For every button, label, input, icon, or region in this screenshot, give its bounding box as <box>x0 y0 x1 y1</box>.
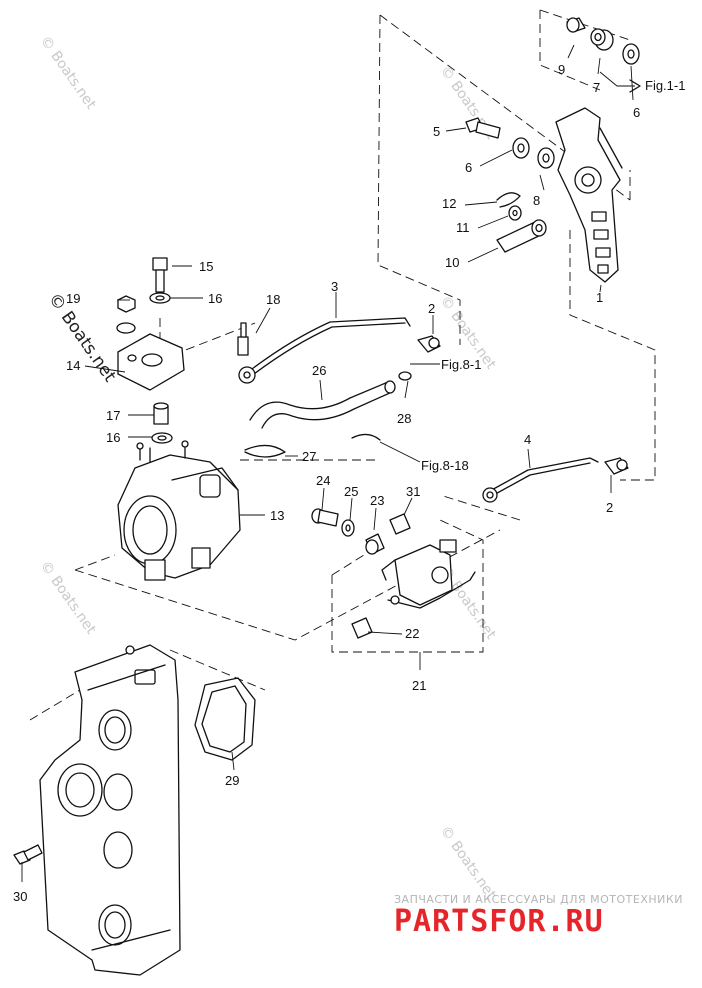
callout-4: 4 <box>524 432 531 447</box>
clamp-27 <box>244 444 286 458</box>
callout-6-top: 6 <box>633 105 640 120</box>
fig-1-1-leader <box>599 71 635 87</box>
nipple-18 <box>237 322 249 356</box>
collar-9 <box>566 17 586 33</box>
clip-12 <box>496 192 521 208</box>
bolt-15 <box>152 257 168 293</box>
washer-8 <box>537 147 555 169</box>
callout-9: 9 <box>558 62 565 77</box>
callout-2-bottom: 2 <box>606 500 613 515</box>
throttle-body-13 <box>117 440 241 581</box>
callout-30: 30 <box>13 889 27 904</box>
callout-14: 14 <box>66 358 80 373</box>
fig-8-1-ref: Fig.8-1 <box>441 357 481 372</box>
callout-10: 10 <box>445 255 459 270</box>
callout-3: 3 <box>331 279 338 294</box>
collar-23 <box>365 533 385 555</box>
watermark-1: © Boats.net <box>37 33 99 113</box>
hose-clamp-fig-8-18 <box>351 433 381 441</box>
bushing-7 <box>590 28 614 51</box>
ball-joint-2-top <box>417 335 441 353</box>
gasket-29 <box>194 677 256 761</box>
collar-17 <box>153 402 169 425</box>
fig-1-1-ref: Fig.1-1 <box>645 78 685 93</box>
pad-31 <box>389 513 411 535</box>
callout-5: 5 <box>433 124 440 139</box>
washer-6-mid <box>512 137 530 159</box>
callouts: 9 7 6 5 6 8 12 11 10 1 3 2 18 15 19 16 1… <box>13 62 640 904</box>
bolt-30 <box>13 844 43 865</box>
callout-31: 31 <box>406 484 420 499</box>
callout-27: 27 <box>302 449 316 464</box>
callout-2-top: 2 <box>428 301 435 316</box>
washer-14 <box>116 322 136 334</box>
bolt-5 <box>465 117 501 139</box>
callout-16-top: 16 <box>208 291 222 306</box>
callout-6-mid: 6 <box>465 160 472 175</box>
pin-10 <box>496 219 547 253</box>
callout-1: 1 <box>596 290 603 305</box>
ball-joint-2-bottom <box>604 457 629 475</box>
callout-23: 23 <box>370 493 384 508</box>
callout-12: 12 <box>442 196 456 211</box>
callout-22: 22 <box>405 626 419 641</box>
callout-24: 24 <box>316 473 330 488</box>
watermark-dark: © Boats.net <box>44 289 120 386</box>
leader-lines <box>21 44 634 882</box>
screw-24 <box>311 508 339 527</box>
callout-11: 11 <box>456 220 470 235</box>
callout-16-bottom: 16 <box>106 430 120 445</box>
arrow-icon <box>629 79 641 93</box>
callout-26: 26 <box>312 363 326 378</box>
nut-19 <box>117 295 136 313</box>
callout-29: 29 <box>225 773 239 788</box>
callout-8: 8 <box>533 193 540 208</box>
link-rod-4 <box>482 457 599 503</box>
callout-28: 28 <box>397 411 411 426</box>
fig-8-18-ref: Fig.8-18 <box>421 458 469 473</box>
throttle-lever-plate <box>555 107 623 283</box>
callout-17: 17 <box>106 408 120 423</box>
clip-28 <box>398 371 412 381</box>
callout-19: 19 <box>66 291 80 306</box>
link-rod-3 <box>238 317 411 384</box>
washer-6-top <box>622 43 640 65</box>
callout-21: 21 <box>412 678 426 693</box>
watermark-6: © Boats.net <box>437 823 499 903</box>
washer-16-bottom <box>151 432 173 444</box>
connector-22 <box>351 617 373 639</box>
washer-25 <box>341 519 355 537</box>
callout-7: 7 <box>593 80 600 95</box>
hose-26 <box>249 380 396 429</box>
callout-18: 18 <box>266 292 280 307</box>
callout-13: 13 <box>270 508 284 523</box>
intake-manifold <box>39 644 181 976</box>
bracket-14 <box>117 333 185 391</box>
washer-16-top <box>149 292 171 304</box>
brand-logo-text: PARTSFOR.RU <box>394 904 604 939</box>
watermark-4: © Boats.net <box>37 558 99 638</box>
callout-25: 25 <box>344 484 358 499</box>
callout-15: 15 <box>199 259 213 274</box>
figure-references: Fig.1-1 Fig.8-1 Fig.8-18 <box>421 78 685 473</box>
brand-tagline: ЗАПЧАСТИ И АКСЕССУАРЫ ДЛЯ МОТОТЕХНИКИ <box>394 893 683 906</box>
washer-11 <box>508 205 522 221</box>
partsfor-brand: ЗАПЧАСТИ И АКСЕССУАРЫ ДЛЯ МОТОТЕХНИКИ PA… <box>394 893 694 938</box>
throttle-position-sensor-21 <box>381 539 476 609</box>
